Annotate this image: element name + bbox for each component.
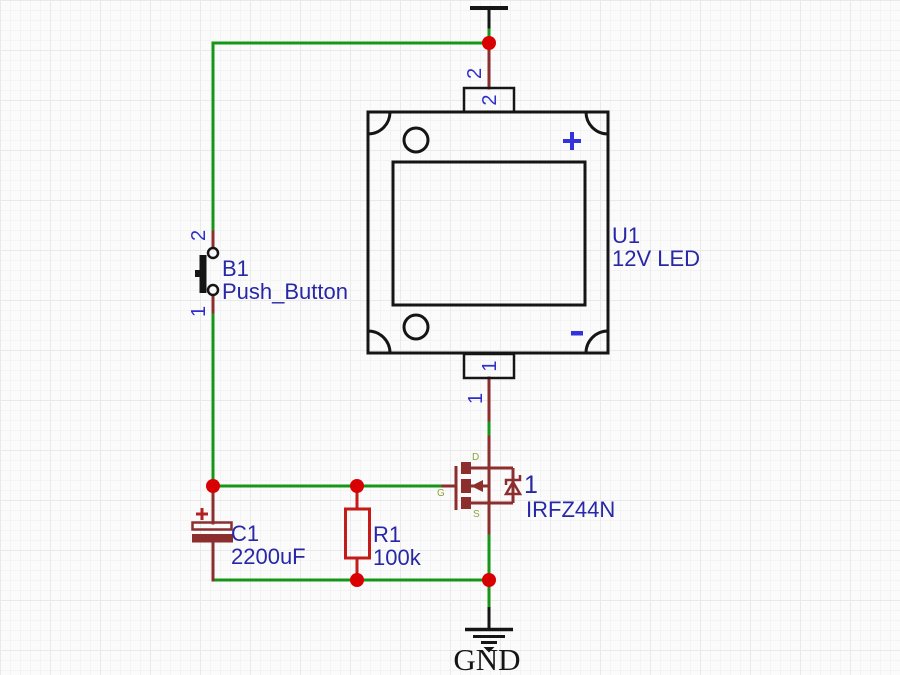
b1-push-button[interactable]: 2 1 B1 Push_Button (188, 230, 348, 317)
u1-plus-mark (563, 132, 581, 150)
b1-terminal-bottom (206, 283, 220, 297)
r1-resistor[interactable]: R1 100k (344, 486, 422, 580)
c1-designator[interactable]: C1 (231, 521, 259, 546)
u1-pin2-pad (462, 86, 516, 114)
u1-corner-arc-br (584, 329, 609, 354)
b1-terminal-top (206, 246, 220, 260)
c1-value[interactable]: 2200uF (231, 544, 306, 569)
q1-internal-wiring (471, 466, 515, 505)
q1-designator[interactable]: 1 (524, 471, 538, 499)
q1-channel-pad-drain (461, 462, 471, 474)
u1-pin1-number-pad: 1 (479, 360, 501, 371)
q1-body-diode-cathode (504, 475, 522, 485)
u1-corner-arc-tl (367, 111, 392, 136)
u1-mounting-hole-top (402, 126, 430, 154)
junction-dot-r1-bottom[interactable] (350, 573, 364, 587)
u1-pin2-number-outer: 2 (464, 68, 486, 79)
u1-corner-arc-tr (584, 111, 609, 136)
u1-pin2-number-pad: 2 (479, 94, 501, 105)
b1-value[interactable]: Push_Button (222, 279, 348, 304)
junction-dot-power[interactable] (482, 36, 496, 50)
q1-pin-name-g: G (437, 488, 445, 499)
b1-pin2-number: 2 (188, 230, 210, 241)
u1-led-module[interactable]: 2 2 1 1 U1 12V LED (366, 68, 700, 404)
r1-body (344, 507, 371, 560)
r1-designator[interactable]: R1 (373, 522, 401, 547)
b1-designator[interactable]: B1 (222, 256, 249, 281)
u1-pin1-pad (462, 352, 516, 380)
u1-designator[interactable]: U1 (612, 223, 640, 248)
u1-corner-arc-bl (367, 329, 392, 354)
wire-top-left[interactable] (211, 41, 491, 234)
r1-value[interactable]: 100k (373, 545, 422, 570)
junction-dot-gnd[interactable] (482, 573, 496, 587)
b1-pin1-number: 1 (188, 306, 210, 317)
c1-plate-top (191, 521, 233, 531)
q1-mosfet[interactable]: D G S 1 IRFZ44N (437, 452, 615, 522)
u1-mounting-hole-bottom (402, 313, 430, 341)
c1-capacitor[interactable]: C1 2200uF (191, 508, 306, 569)
q1-body-diode-triangle (503, 479, 523, 496)
junction-dot-r1-top[interactable] (350, 479, 364, 493)
q1-channel-pad-body (461, 479, 471, 493)
q1-pin-name-d: D (472, 452, 479, 463)
u1-value[interactable]: 12V LED (612, 246, 700, 271)
gnd-symbol[interactable]: GND (453, 607, 521, 675)
q1-value[interactable]: IRFZ44N (526, 497, 615, 522)
c1-plus-mark (196, 508, 208, 520)
q1-channel-pad-source (461, 497, 471, 509)
b1-actuator-stem (195, 270, 203, 277)
power-flag[interactable] (470, 6, 508, 30)
c1-plate-bottom (192, 534, 233, 543)
q1-body-arrow (471, 480, 483, 492)
gnd-tick (483, 647, 495, 653)
q1-pin-name-s: S (473, 509, 480, 520)
u1-pin1-number-outer: 1 (465, 393, 487, 404)
u1-minus-mark (571, 331, 583, 336)
junction-dot-c1[interactable] (206, 479, 220, 493)
u1-emitting-area (391, 160, 587, 307)
gnd-net-label[interactable]: GND (453, 642, 520, 675)
